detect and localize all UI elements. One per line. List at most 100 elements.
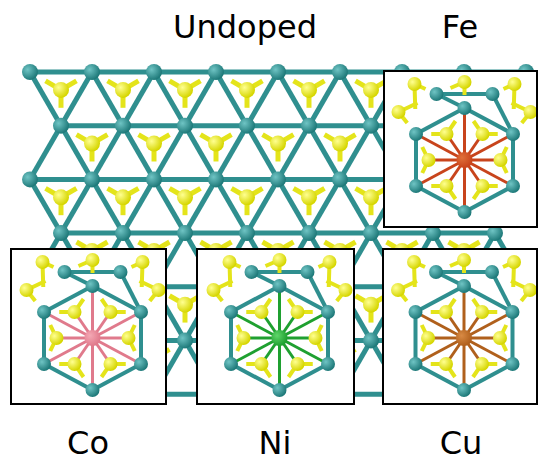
s-atom xyxy=(20,283,34,297)
mo-mo-bond xyxy=(61,231,123,236)
mo-mo-bond xyxy=(42,312,46,364)
s-atom xyxy=(50,331,64,345)
dopant-cluster xyxy=(385,72,536,226)
s-atom xyxy=(493,331,507,345)
mo-atom xyxy=(53,118,69,134)
mo-atom xyxy=(177,225,193,241)
s-atom xyxy=(115,189,131,205)
s-atom xyxy=(84,136,100,152)
mo-atom xyxy=(363,225,379,241)
s-atom xyxy=(146,136,162,152)
mo-atom xyxy=(22,64,38,80)
mo-atom xyxy=(301,118,317,134)
mo-mo-bond xyxy=(44,364,92,390)
mo-mo-bond xyxy=(278,177,340,182)
s-atom xyxy=(363,297,379,313)
mo-mo-bond xyxy=(154,179,185,233)
mo-mo-bond xyxy=(216,126,247,180)
mo-atom xyxy=(239,118,255,134)
dopant-inset: Ni xyxy=(196,248,355,405)
mo-atom xyxy=(332,171,348,187)
mo-atom xyxy=(505,305,519,319)
mo-mo-bond xyxy=(61,123,123,128)
mo-mo-bond xyxy=(154,177,216,182)
mo-atom xyxy=(177,118,193,134)
mo-mo-bond xyxy=(123,123,185,128)
mo-atom xyxy=(363,332,379,348)
mo-atom xyxy=(457,279,471,293)
mo-atom xyxy=(273,279,287,293)
mo-mo-bond xyxy=(139,312,143,364)
mo-atom xyxy=(58,265,72,279)
dopant-inset: Fe xyxy=(383,70,538,228)
s-atom xyxy=(207,283,221,297)
s-atom xyxy=(68,305,82,319)
s-atom xyxy=(323,255,337,269)
s-atom xyxy=(332,136,348,152)
mo-mo-bond xyxy=(464,364,512,390)
dopant-label: Co xyxy=(63,426,113,461)
mo-mo-bond xyxy=(416,186,464,212)
s-atom xyxy=(363,189,379,205)
mo-atom xyxy=(146,64,162,80)
mo-mo-bond xyxy=(61,179,92,233)
mo-mo-bond xyxy=(123,179,154,233)
mo-atom xyxy=(84,171,100,187)
dopant-inset: Cu xyxy=(382,248,538,405)
s-atom xyxy=(422,153,436,167)
mo-mo-bond xyxy=(340,179,371,233)
panel-label: Undoped xyxy=(169,10,321,45)
mo-atom xyxy=(270,64,286,80)
mo-mo-bond xyxy=(247,72,278,126)
mo-atom xyxy=(146,171,162,187)
mo-atom xyxy=(114,265,128,279)
mo-atom xyxy=(409,179,423,193)
mo-mo-bond xyxy=(216,177,278,182)
mo-atom xyxy=(321,357,335,371)
mo-mo-bond xyxy=(278,70,340,75)
s-atom xyxy=(523,283,536,297)
mo-mo-bond xyxy=(92,177,154,182)
mo-atom xyxy=(430,87,444,101)
s-atom xyxy=(494,153,508,167)
mo-mo-bond xyxy=(465,186,513,212)
mo-mo-bond xyxy=(414,134,418,186)
dopant-cluster xyxy=(198,250,353,403)
mo-mo-bond xyxy=(61,72,92,126)
mo-atom xyxy=(270,171,286,187)
mo-mo-bond xyxy=(340,72,371,126)
mo-atom xyxy=(53,225,69,241)
s-atom xyxy=(270,136,286,152)
mo-mo-bond xyxy=(416,286,464,312)
mo-atom xyxy=(37,305,51,319)
mo-mo-bond xyxy=(30,72,61,126)
s-atom xyxy=(255,357,269,371)
s-atom xyxy=(53,82,69,98)
dopant-label: Cu xyxy=(436,426,487,461)
mo-atom xyxy=(86,383,100,397)
mo-mo-bond xyxy=(414,312,418,364)
mo-mo-bond xyxy=(154,70,216,75)
s-atom xyxy=(407,255,421,269)
mo-atom xyxy=(409,357,423,371)
mo-atom xyxy=(301,265,315,279)
mo-atom xyxy=(37,357,51,371)
mo-mo-bond xyxy=(93,364,141,390)
s-atom xyxy=(104,357,118,371)
s-atom xyxy=(115,82,131,98)
s-atom xyxy=(339,283,353,297)
mo-mo-bond xyxy=(44,286,92,312)
mo-mo-bond xyxy=(185,123,247,128)
s-atom xyxy=(439,305,453,319)
s-atom xyxy=(391,283,405,297)
mo-atom xyxy=(409,305,423,319)
s-atom xyxy=(36,255,50,269)
mo-atom xyxy=(86,279,100,293)
mo-mo-bond xyxy=(309,179,340,233)
dopant-atom xyxy=(272,330,288,346)
mo-mo-bond xyxy=(371,231,433,236)
mo-atom xyxy=(458,101,472,115)
mo-mo-bond xyxy=(278,72,309,126)
mo-atom xyxy=(115,225,131,241)
